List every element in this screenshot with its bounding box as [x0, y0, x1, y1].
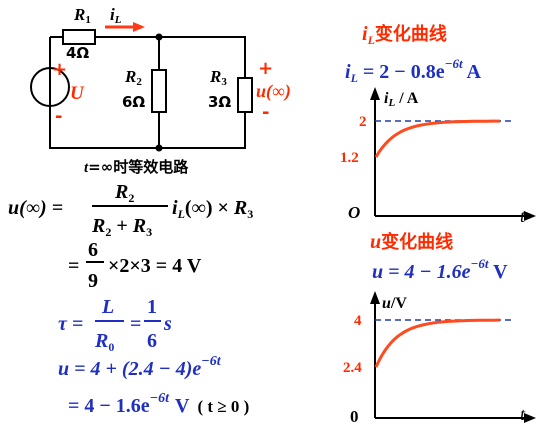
current-arrow-icon [105, 22, 145, 32]
u-x-axis-label: t [520, 404, 526, 424]
eq2-equals: = [68, 255, 79, 277]
u-y-axis-label: u/V [382, 295, 407, 312]
source-label: U [70, 83, 85, 104]
u-curve-title: u变化曲线 [370, 231, 453, 253]
junction-dot-bottom [155, 144, 163, 152]
r1-label: R1 [73, 5, 91, 26]
r3-label: R3 [209, 67, 227, 88]
u-x-axis-arrow-icon [524, 413, 536, 423]
u-tick-final: 4 [354, 313, 362, 329]
eq1-lhs: u(∞) = [8, 197, 63, 219]
il-y-axis-label: iL / A [384, 90, 419, 109]
tau-den1: R0 [94, 330, 114, 354]
r1-resistor [62, 29, 96, 45]
r2-label: R2 [124, 67, 142, 88]
u-formula: u = 4 − 1.6e−6t V [372, 256, 508, 283]
il-chart: iL / A t O 2 1.2 [340, 87, 536, 226]
u-equation-line1: u = 4 + (2.4 − 4)e−6t [58, 354, 222, 380]
il-x-axis-arrow-icon [524, 211, 536, 221]
u-curve-line [374, 318, 500, 368]
circuit-diagram [30, 29, 253, 149]
il-x-axis-label: t [520, 206, 526, 226]
u-y-axis-arrow-icon [370, 291, 380, 304]
eq2-numerator: 6 [88, 239, 98, 261]
il-curve-title: iL变化曲线 [362, 23, 447, 47]
tau-num2: 1 [147, 296, 157, 318]
il-curve-line [374, 119, 500, 158]
eq1-rhs: iL(∞) × R3 [172, 197, 253, 221]
r2-resistor [151, 69, 167, 113]
eq1-numerator: R2 [114, 181, 134, 205]
equation-u-infinity: u(∞) = R2 R2 + R3 iL(∞) × R3 [8, 181, 253, 239]
tau-equals: = [130, 313, 141, 335]
source-minus-sign: - [55, 106, 62, 127]
r3-resistor [237, 77, 253, 113]
il-tick-final: 2 [359, 114, 367, 130]
eq2-rest: ×2×3 = 4 V [108, 255, 202, 277]
u-tick-initial: 2.4 [343, 360, 362, 376]
junction-dot-top [155, 33, 163, 41]
tau-unit: s [163, 313, 172, 335]
output-minus-sign: - [262, 102, 269, 123]
circuit-caption: t=∞时等效电路 [84, 158, 189, 176]
il-tick-initial: 1.2 [340, 150, 359, 166]
tau-den2: 6 [147, 330, 157, 352]
il-y-axis-arrow-icon [370, 87, 380, 100]
current-label: iL [110, 5, 122, 26]
equation-tau: τ = L R0 = 1 6 s [58, 296, 172, 354]
source-plus-sign: + [52, 59, 67, 80]
r1-value: 4Ω [66, 44, 89, 62]
tau-num1: L [101, 296, 114, 318]
tau-symbol: τ = [58, 313, 83, 335]
u-origin-label: 0 [350, 407, 359, 426]
output-plus-sign: + [258, 58, 273, 79]
r2-value: 6Ω [122, 93, 145, 111]
eq1-denominator: R2 + R3 [91, 215, 152, 239]
equation-numeric: = 6 9 ×2×3 = 4 V [68, 239, 202, 292]
eq2-denominator: 9 [88, 270, 98, 292]
output-label: u(∞) [256, 81, 291, 102]
r3-value: 3Ω [208, 93, 231, 111]
u-chart: u/V t 0 4 2.4 [343, 291, 536, 426]
il-origin-label: O [348, 203, 360, 222]
il-formula: iL = 2 − 0.8e−6t A [345, 56, 481, 85]
circuit-wires [49, 36, 246, 149]
